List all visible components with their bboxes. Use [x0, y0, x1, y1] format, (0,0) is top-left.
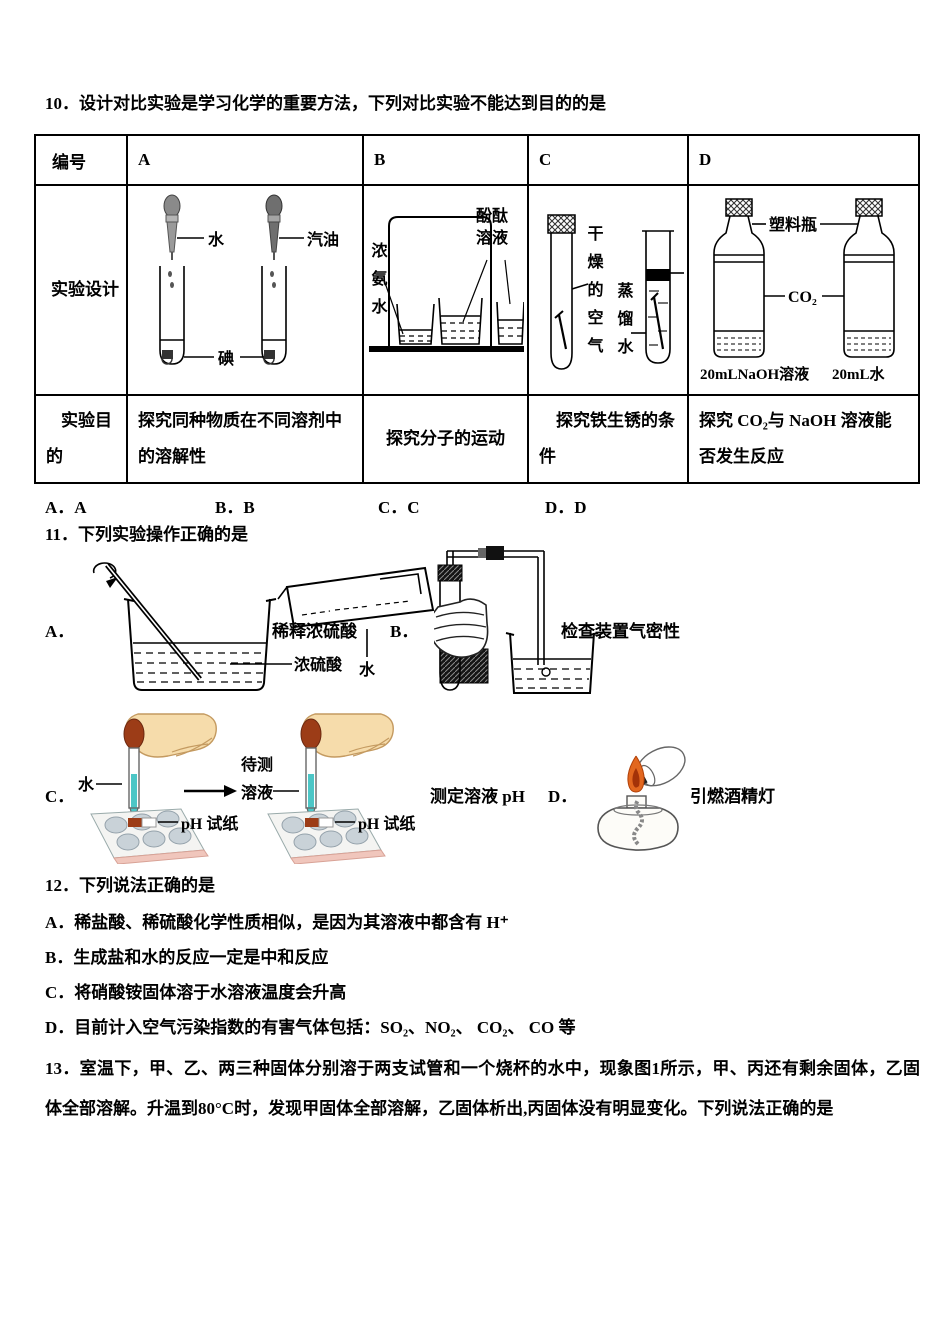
test-tube-held [437, 564, 463, 691]
q11-stem: 11．下列实验操作正确的是 [45, 525, 249, 544]
header-cell-id: 编号 [34, 134, 128, 186]
air-bubble [541, 667, 551, 677]
design-row-label: 实验设计 [34, 184, 128, 396]
q10-option-c: C．C [378, 498, 420, 517]
label-ph-paper-2: pH 试纸 [358, 814, 415, 833]
label-water: 水 [208, 230, 225, 249]
dropper-gasoline [265, 194, 304, 288]
q11-caption-d: 引燃酒精灯 [690, 787, 775, 806]
beaker-acid [123, 598, 277, 691]
test-tube-distilled-water [642, 230, 684, 364]
purpose-cell-c: 探究铁生锈的条件 [527, 394, 689, 484]
bottle-naoh [713, 198, 765, 358]
dropper [300, 718, 322, 825]
label-co2: CO₂ [788, 289, 817, 306]
beaker-water-seal [505, 632, 599, 694]
water-vessel [277, 566, 435, 629]
q11-caption-a: 稀释浓硫酸 [272, 622, 357, 641]
ph-paper-strip [128, 818, 142, 827]
diagram-molecule-motion [369, 216, 524, 352]
hand [434, 598, 489, 658]
q13-stem: 13．室温下，甲、乙、两三种固体分别溶于两支试管和一个烧杯的水中，现象图1所示，… [45, 1059, 920, 1118]
table-design-row: 实验设计 水 [34, 184, 920, 396]
diagram-ph-water: 水 [78, 713, 238, 864]
q10-stem: 10．设计对比实验是学习化学的重要方法，下列对比实验不能达到目的的是 [45, 94, 606, 113]
dropper-water [163, 194, 204, 288]
q10-option-b: B．B [215, 498, 255, 517]
table-purpose-row: 实验目的 探究同种物质在不同溶剂中的溶解性 探究分子的运动 探究铁生锈的条件 探… [34, 394, 920, 484]
beaker-ammonia [396, 303, 435, 345]
label-q11c-water: 水 [78, 775, 95, 794]
q11-marker-c: C． [45, 787, 75, 806]
q11-caption-b: 检查装置气密性 [561, 622, 680, 641]
header-cell-a: A [126, 134, 364, 186]
label-distilled-water: 蒸馏水 [617, 283, 634, 356]
test-tube-dry-air [547, 214, 576, 370]
label-phenolphthalein: 酚酞溶液 [476, 208, 509, 247]
purpose-cell-b: 探究分子的运动 [362, 394, 529, 484]
exam-page: 10．设计对比实验是学习化学的重要方法，下列对比实验不能达到目的的是 编号 A … [34, 94, 920, 1118]
design-cell-d: 塑料瓶 CO₂ 20mLNaOH溶液 20mL水 [687, 184, 920, 396]
table-header-row: 编号 A B C D [34, 134, 920, 186]
label-plastic-bottle: 塑料瓶 [769, 215, 817, 234]
label-conc-acid: 浓硫酸 [294, 655, 343, 674]
dropper [123, 718, 145, 825]
caption-water-volume: 20mL水 [832, 365, 886, 383]
glass-cover [388, 216, 492, 346]
beaker-phenolphthalein-inside [438, 297, 483, 345]
purpose-cell-d: 探究 CO₂与 NaOH 溶液能否发生反应 [687, 394, 920, 484]
q11-marker-d: D． [548, 787, 578, 806]
header-cell-d: D [687, 134, 920, 186]
q10-comparison-table: 编号 A B C D 实验设计 [34, 134, 920, 484]
design-cell-c: 干燥的空气 蒸馏水 [527, 184, 689, 396]
test-tube-gasoline [261, 266, 287, 365]
lamp-body [597, 795, 679, 851]
bent-glass-tube [446, 546, 545, 665]
label-ammonia: 浓氨水 [371, 243, 388, 316]
q10-option-d: D．D [545, 498, 587, 517]
design-cell-b: 浓氨水 酚酞溶液 [362, 184, 529, 396]
q12-option-c: C．将硝酸铵固体溶于水溶液温度会升高 [45, 983, 347, 1002]
q12-option-d: D．目前计入空气污染指数的有害气体包括：SO₂、NO₂、 CO₂、 CO 等 [45, 1018, 576, 1037]
label-sample-line2: 溶液 [241, 783, 274, 802]
oil-seal [646, 269, 670, 281]
test-tube-water [159, 266, 185, 365]
q12-option-a: A．稀盐酸、稀硫酸化学性质相似，是因为其溶液中都含有 H⁺ [45, 913, 509, 932]
header-cell-b: B [362, 134, 529, 186]
label-iodine: 碘 [218, 349, 234, 368]
diagram-air-tightness [434, 546, 599, 694]
diagram-ph-sample: 待测 溶液 [241, 713, 415, 864]
q11-caption-c: 测定溶液 pH [430, 787, 525, 806]
purpose-cell-a: 探究同种物质在不同溶剂中的溶解性 [126, 394, 364, 484]
diagram-co2-naoh: 塑料瓶 CO₂ 20mLNaOH溶液 20mL水 [700, 198, 895, 383]
header-cell-c: C [527, 134, 689, 186]
label-q11a-water: 水 [359, 660, 376, 679]
label-gasoline: 汽油 [307, 230, 339, 249]
flame [627, 755, 645, 793]
q11-row-cd: C． 水 [34, 712, 920, 870]
q10-answer-options: A．A B．B C．C D．D [34, 493, 920, 517]
design-cell-a: 水 碘 [126, 184, 364, 396]
diagram-alcohol-lamp [597, 746, 686, 851]
q11-row-ab: A． [34, 546, 920, 707]
label-dry-air: 干燥的空气 [587, 226, 604, 355]
diagram-iodine-solvents: 水 碘 [159, 194, 339, 368]
purpose-row-label: 实验目的 [34, 394, 128, 484]
dropper-hand [302, 713, 394, 758]
beaker-phenolphthalein-outside [496, 301, 524, 345]
ph-paper-strip [305, 818, 319, 827]
q11-marker-b: B． [390, 622, 419, 641]
dropper-hand [125, 713, 217, 758]
label-ph-paper-1: pH 试纸 [181, 814, 238, 833]
q10-option-a: A．A [45, 498, 87, 517]
diagram-rust-condition [547, 214, 684, 370]
arrow-right-icon [184, 785, 237, 797]
q11-marker-a: A． [45, 622, 75, 641]
q12-option-b: B．生成盐和水的反应一定是中和反应 [45, 948, 329, 967]
caption-naoh-volume: 20mLNaOH溶液 [700, 365, 810, 383]
label-sample-line1: 待测 [241, 755, 273, 774]
q12-stem: 12．下列说法正确的是 [45, 876, 215, 895]
bottle-water [843, 198, 895, 358]
